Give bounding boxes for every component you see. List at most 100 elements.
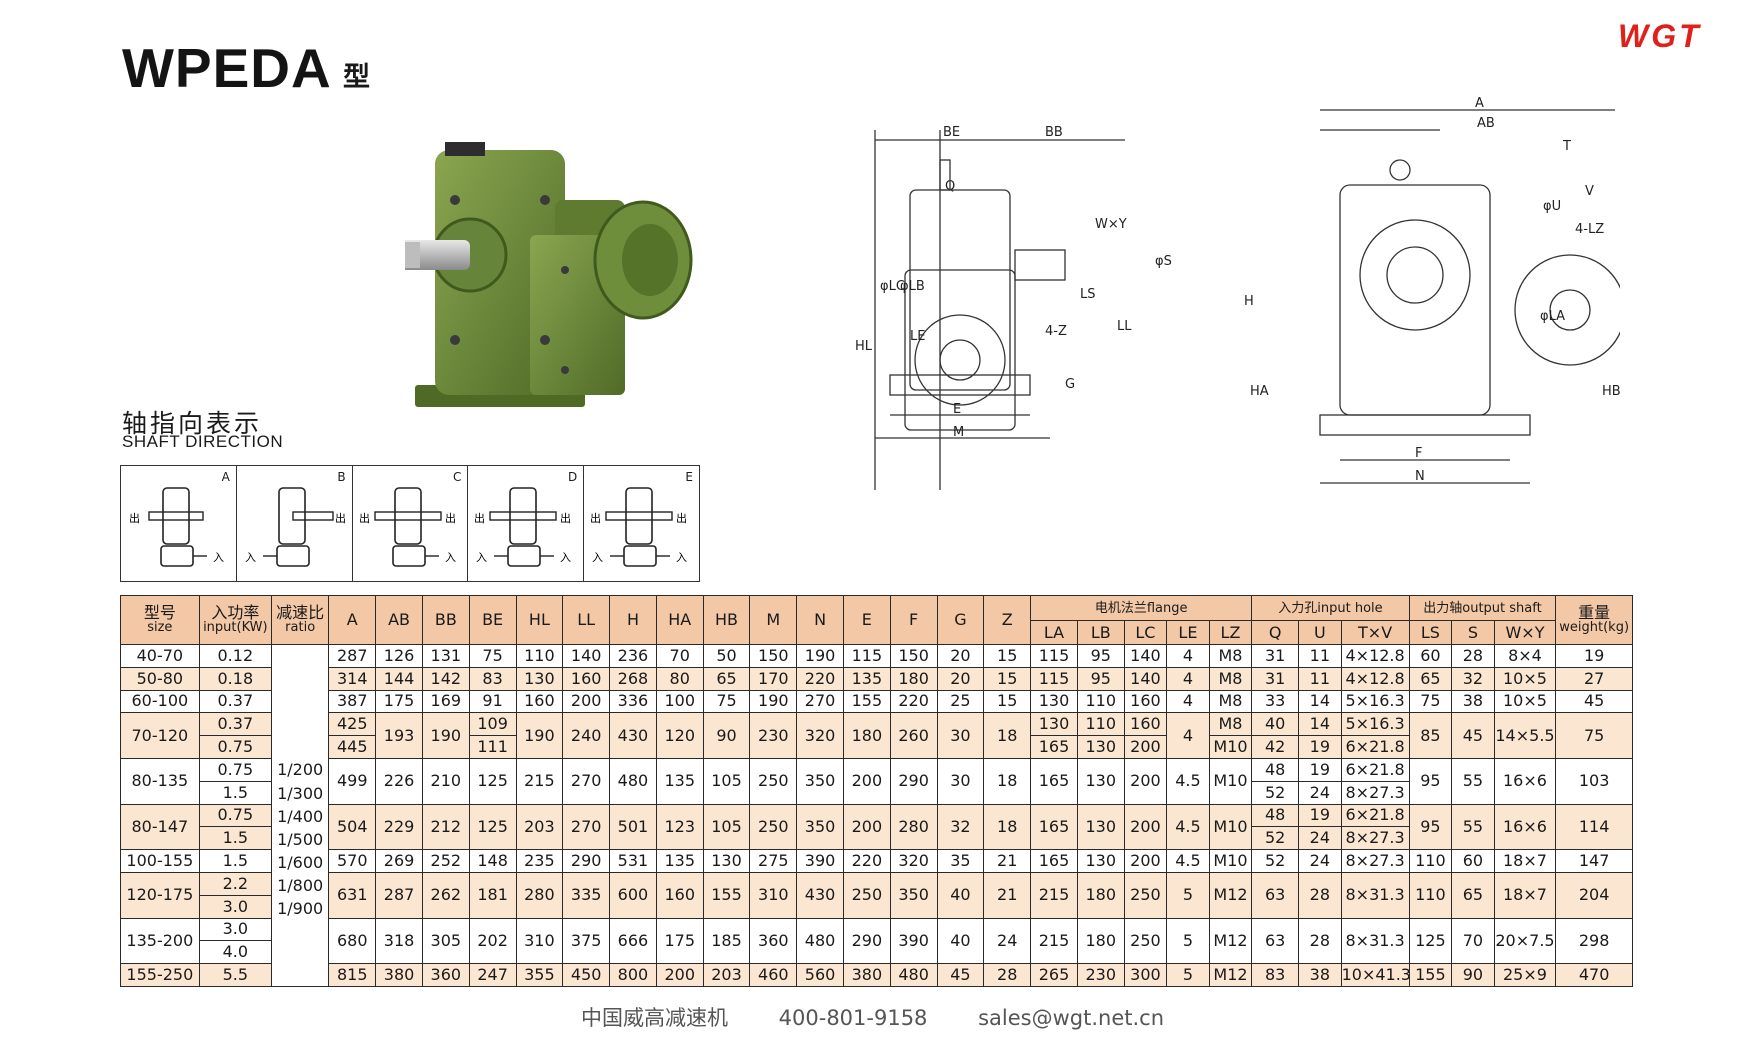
table-cell: 375 (562, 917, 611, 965)
table-cell: 105 (702, 757, 751, 805)
header-dim: LL (562, 595, 611, 645)
table-cell: 155-250 (120, 963, 200, 987)
dim-label: N (1415, 469, 1425, 484)
table-cell: 60 (1451, 849, 1495, 873)
table-cell: 425 (328, 712, 377, 737)
table-cell: 0.75 (198, 803, 272, 828)
table-cell: 350 (796, 757, 844, 805)
table-cell: 2.2 (198, 871, 272, 896)
table-cell: 200 (655, 963, 704, 987)
table-cell: 18×7 (1493, 849, 1557, 873)
table-cell: 531 (609, 849, 657, 873)
table-cell: 336 (609, 689, 657, 714)
dim-label: M (953, 425, 964, 440)
header-dim: HB (702, 595, 751, 645)
table-cell: 501 (609, 803, 657, 851)
table-cell: M10 (1208, 735, 1253, 759)
option-label: C (453, 470, 462, 484)
header-dim: F (889, 595, 938, 645)
table-cell: 52 (1251, 849, 1300, 873)
table-cell: 215 (515, 757, 564, 805)
table-cell: 360 (749, 917, 798, 965)
header-dim: E (842, 595, 891, 645)
table-cell: M8 (1208, 666, 1253, 691)
gearbox-photo (405, 142, 693, 407)
table-cell: 305 (421, 917, 470, 965)
out-label: 出 (335, 511, 346, 525)
in-label: 入 (213, 551, 224, 564)
table-cell: 4 (1166, 689, 1210, 714)
table-cell: 200 (1123, 757, 1168, 805)
table-cell: 25×9 (1493, 963, 1557, 987)
table-cell: 280 (515, 871, 564, 919)
table-cell: 135 (842, 666, 891, 691)
table-cell: 114 (1555, 803, 1633, 851)
table-cell: 90 (702, 712, 751, 759)
table-cell: 90 (1451, 963, 1495, 987)
table-cell: 32 (1451, 666, 1495, 691)
table-cell: 6×21.8 (1340, 757, 1410, 782)
table-cell: 190 (421, 712, 470, 759)
table-cell: 170 (749, 666, 798, 691)
table-cell: 30 (936, 712, 985, 759)
table-cell: 80 (655, 666, 704, 691)
table-cell: 4 (1166, 644, 1210, 668)
out-label: 出 (676, 511, 687, 525)
table-cell: 560 (796, 963, 844, 987)
table-cell: 250 (749, 803, 798, 851)
table-cell: 109 (468, 712, 517, 737)
table-cell: 52 (1251, 780, 1300, 805)
table-cell: 165 (1030, 757, 1078, 805)
header-dim: A (328, 595, 377, 645)
table-cell: 430 (796, 871, 844, 919)
table-cell: 200 (842, 757, 891, 805)
table-cell: 20×7.5 (1493, 917, 1557, 965)
option-label: D (567, 470, 578, 484)
table-cell: 14×5.5 (1493, 712, 1557, 759)
footer-email: sales@wgt.net.cn (978, 1006, 1165, 1030)
table-cell: M8 (1208, 712, 1253, 737)
dim-label: HL (855, 339, 873, 354)
header-size-cn: 型号 (143, 602, 176, 622)
table-cell: 318 (375, 917, 423, 965)
table-cell: 470 (1555, 963, 1633, 987)
dim-label: G (1065, 377, 1075, 392)
table-cell: 40 (936, 871, 985, 919)
table-cell: 110 (1076, 712, 1125, 737)
table-cell: 230 (1076, 963, 1125, 987)
table-cell: 190 (749, 689, 798, 714)
dim-label: F (1415, 446, 1422, 461)
in-label: 入 (592, 551, 603, 564)
table-cell: 0.37 (198, 689, 272, 714)
page-title-suffix: 型 (343, 62, 370, 93)
dim-label: H (1244, 294, 1254, 309)
table-cell: 269 (375, 849, 423, 873)
out-label: 出 (474, 511, 485, 525)
header-dim: N (796, 595, 844, 645)
table-cell: 135 (655, 757, 704, 805)
table-cell: 165 (1030, 849, 1078, 873)
ratio-value: 1/300 (277, 783, 324, 803)
table-cell: 287 (375, 871, 423, 919)
table-cell: 290 (842, 917, 891, 965)
table-cell: 130 (1030, 689, 1078, 714)
header-flange-group: 电机法兰flange (1030, 595, 1253, 621)
table-cell: M8 (1208, 689, 1253, 714)
table-cell: 130 (702, 849, 751, 873)
table-cell: 165 (1030, 735, 1078, 759)
table-cell: 130 (515, 666, 564, 691)
table-cell: 180 (842, 712, 891, 759)
header-dim: G (936, 595, 985, 645)
table-cell: 4 (1166, 666, 1210, 691)
table-cell: 220 (796, 666, 844, 691)
shaft-direction-a-icon: 出 入 (129, 487, 224, 567)
table-cell: 21 (983, 871, 1032, 919)
table-cell: 800 (609, 963, 657, 987)
